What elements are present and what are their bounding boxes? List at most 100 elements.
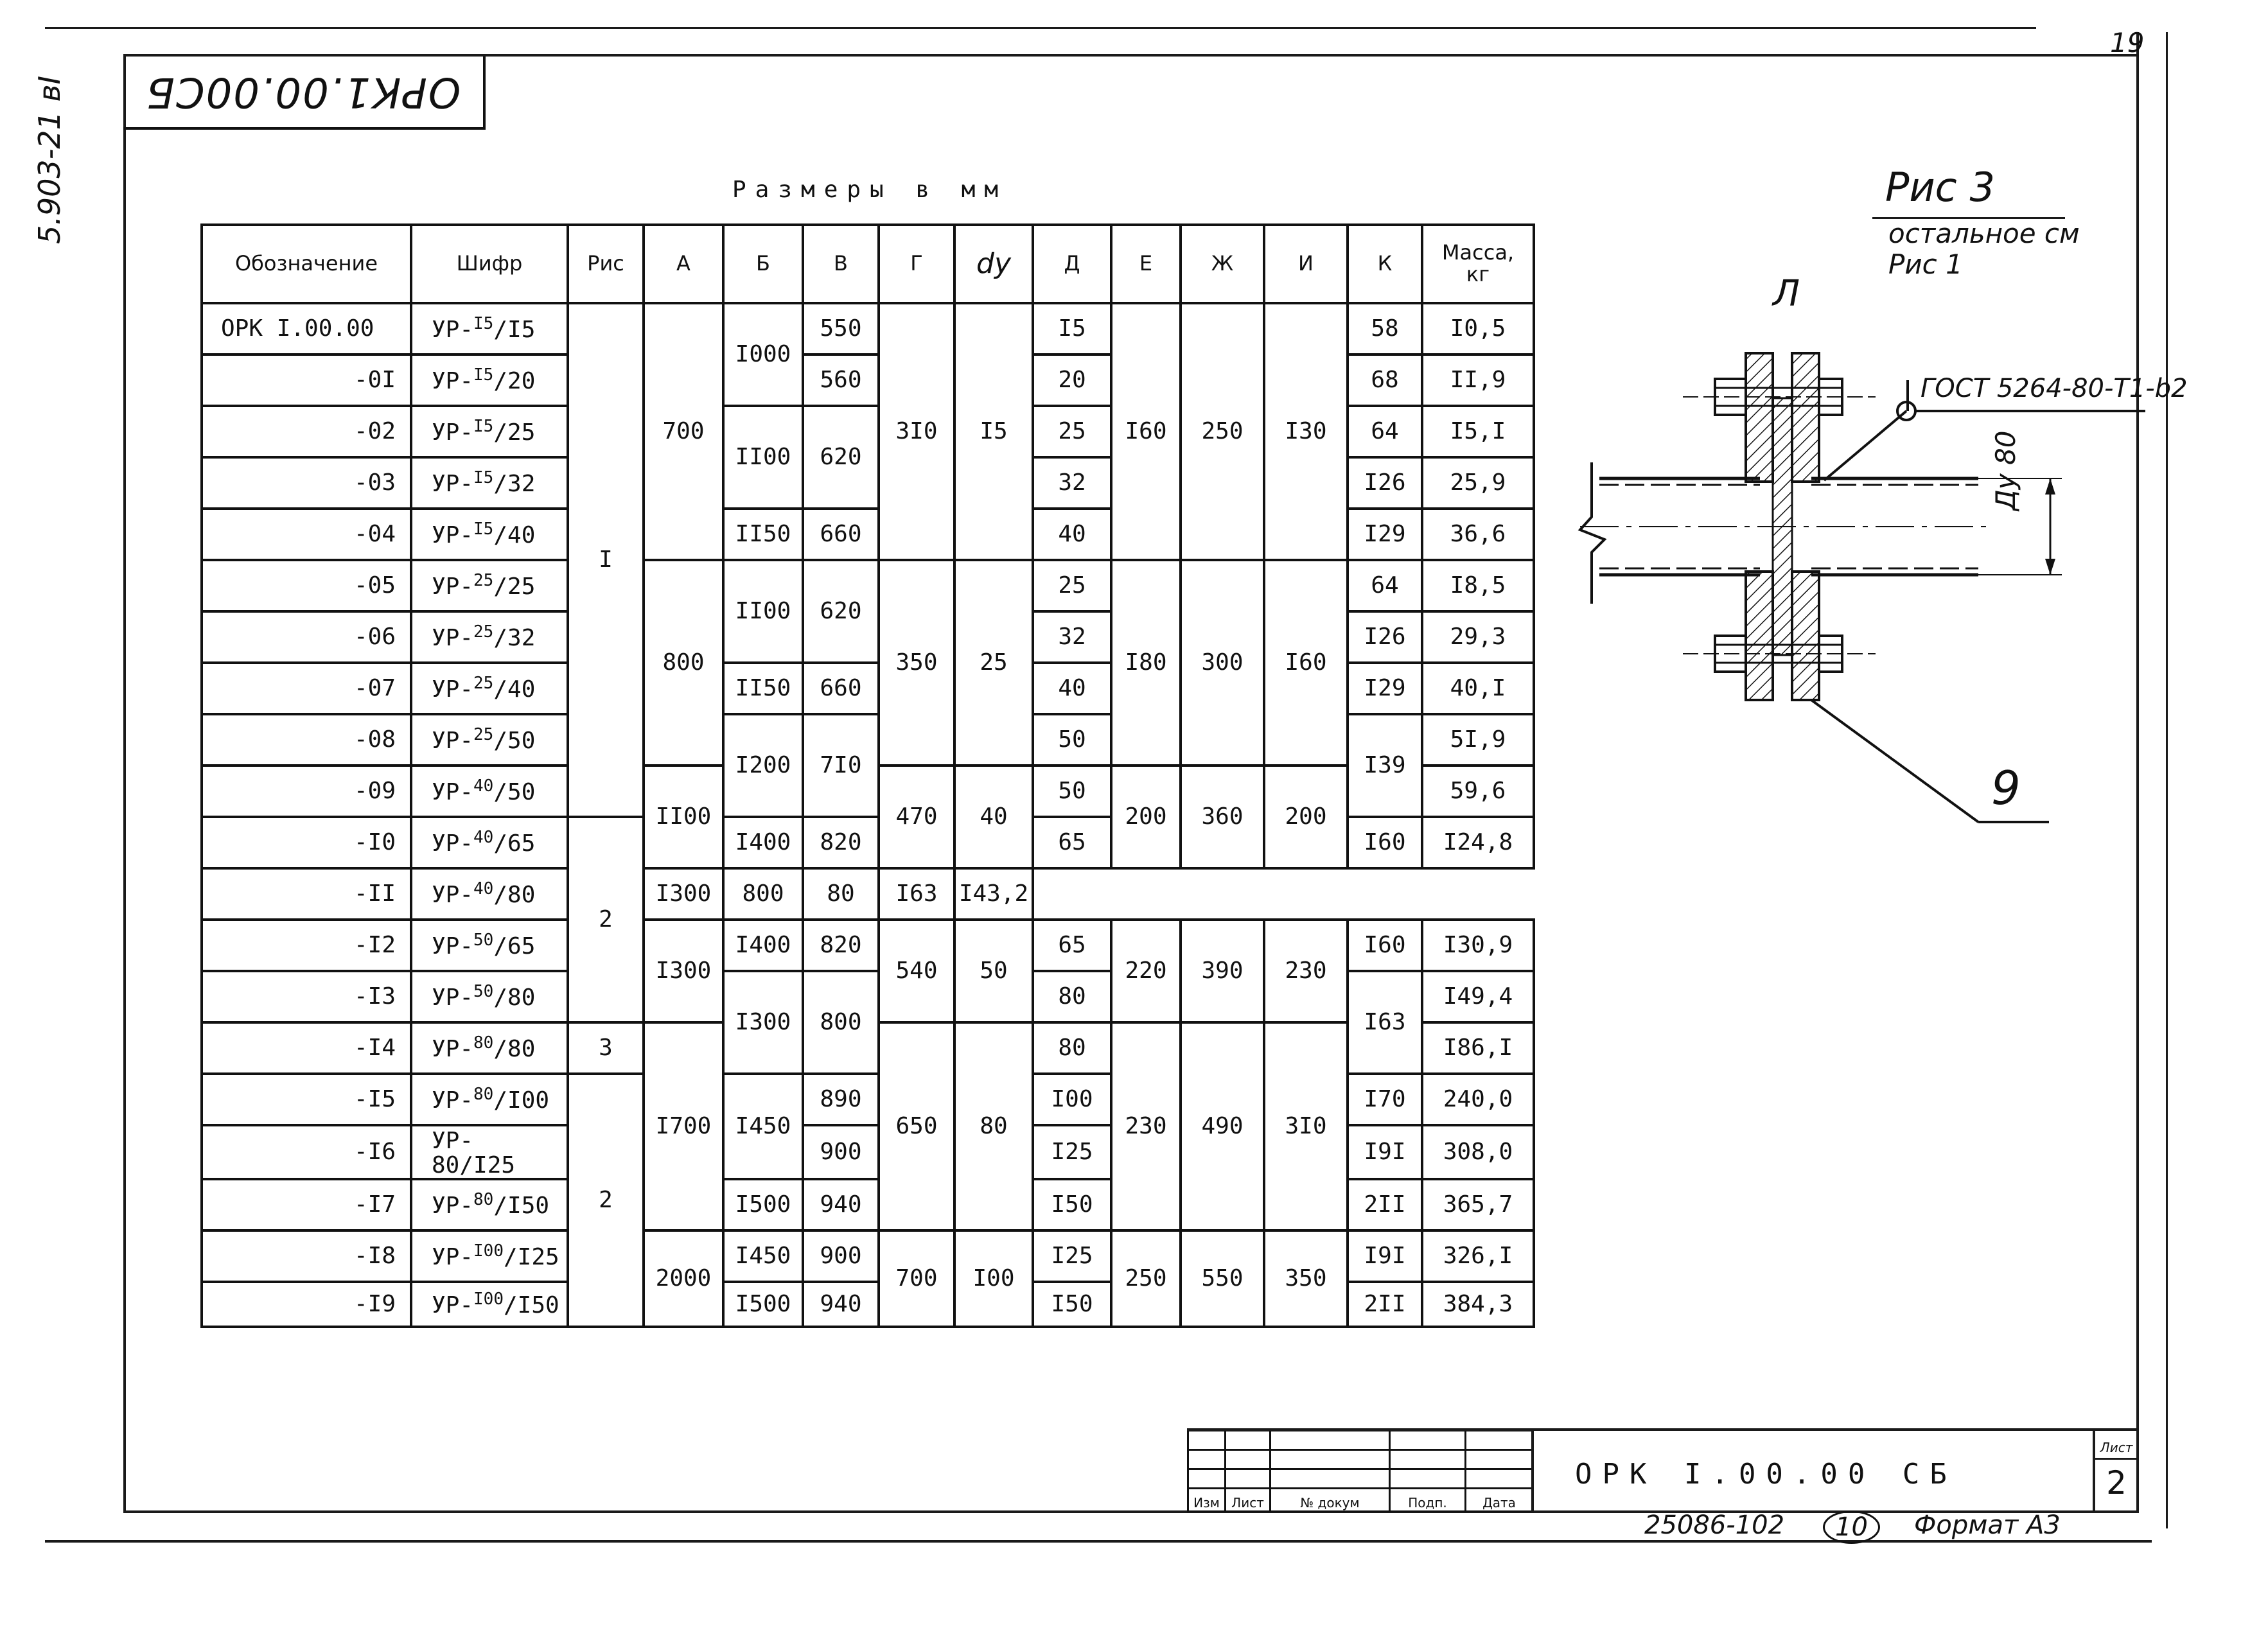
d-cell: I25 (1032, 1229, 1112, 1283)
code-sup: 40 (473, 879, 494, 899)
code-tail: /40 (493, 522, 536, 549)
designation-cell: -I6 (200, 1124, 412, 1180)
format-label: Формат А3 (1914, 1510, 2061, 1540)
d-cell: I50 (1032, 1177, 1112, 1232)
rev-cell (1464, 1468, 1534, 1489)
code-base: УР- (432, 1243, 474, 1270)
v-cell: 800 (802, 970, 880, 1075)
sheet-number: 2 (2106, 1464, 2127, 1501)
dy-cell: I5 (953, 302, 1034, 561)
code-cell: УР-80/80 (410, 1021, 569, 1075)
code-sup: 80 (473, 1189, 494, 1209)
a-cell: I700 (642, 1021, 725, 1232)
code-cell: УР-I5/I5 (410, 302, 569, 356)
v-cell: 800 (722, 867, 804, 921)
mass-cell: 59,6 (1421, 764, 1535, 818)
designation-cell: ОРК I.00.00 (200, 302, 412, 356)
break-line (1578, 462, 1607, 604)
d-cell: 32 (1032, 610, 1112, 664)
d-cell: I50 (1032, 1280, 1112, 1328)
designation-cell: -05 (200, 559, 412, 613)
fig-cell: 3 (567, 1021, 645, 1075)
code-tail: /65 (493, 830, 536, 857)
k-cell: 2II (1346, 1177, 1423, 1232)
code-cell: УР-80/I00 (410, 1072, 569, 1126)
weld-leader (1823, 380, 2145, 482)
k-cell: I60 (1346, 816, 1423, 870)
col-doc: № докум (1269, 1487, 1391, 1512)
code-tail: /50 (493, 728, 536, 755)
table-row: -03 УР-I5/32 32 I26 25,9 (200, 456, 1535, 510)
rev-cell (1269, 1430, 1391, 1451)
doc-stamp: ОРК1.00.00СБ (123, 57, 486, 130)
rev-cell (1187, 1468, 1226, 1489)
k-cell: I60 (1346, 918, 1423, 972)
mass-cell: 240,0 (1421, 1072, 1535, 1126)
k-cell: 64 (1346, 559, 1423, 613)
code-sup: I5 (473, 417, 494, 437)
code-base: УР- (432, 317, 474, 344)
mass-cell: 308,0 (1421, 1124, 1535, 1180)
g-cell: 650 (877, 1021, 956, 1232)
rev-cell (1224, 1468, 1271, 1489)
mass-cell: 365,7 (1421, 1177, 1535, 1232)
fig-cell: I (567, 302, 645, 818)
v-cell: 940 (802, 1177, 880, 1232)
k-cell: 68 (1346, 353, 1423, 407)
a-cell: II00 (642, 764, 725, 870)
rev-cell (1269, 1449, 1391, 1470)
header-code: Шифр (410, 223, 569, 304)
rev-cell (1464, 1430, 1534, 1451)
bolt-bottom (1683, 635, 1876, 673)
g-cell: 470 (877, 764, 956, 870)
gost-label: ГОСТ 5264-80-Т1-b2 (1921, 374, 2188, 403)
code-base: УР- (432, 1036, 474, 1063)
mass-cell: I24,8 (1421, 816, 1535, 870)
header-dy: dу (953, 223, 1034, 304)
code-sup: 40 (473, 776, 494, 796)
code-tail: 80/I25 (432, 1151, 516, 1178)
designation-cell: -I2 (200, 918, 412, 972)
d-cell: 40 (1032, 661, 1112, 715)
designation-cell: -0I (200, 353, 412, 407)
i-cell: I30 (1263, 302, 1349, 561)
code-cell: УР-50/65 (410, 918, 569, 972)
a-cell: I300 (642, 918, 725, 1024)
zh-cell: 300 (1179, 559, 1265, 767)
code-cell: УР-40/80 (410, 867, 569, 921)
title-block-sep (1531, 1428, 1534, 1512)
mass-cell: I86,I (1421, 1021, 1535, 1075)
code-tail: /I25 (504, 1243, 559, 1270)
code-cell: УР-I5/25 (410, 405, 569, 459)
d-cell: I5 (1032, 302, 1112, 356)
v-cell: 560 (802, 353, 880, 407)
flange-left (1745, 352, 1774, 701)
callout-leader (1810, 699, 1980, 823)
top-border-line (45, 27, 2036, 29)
v-cell: 660 (802, 507, 880, 561)
table-row: -I6 УР- 80/I25 900 I25 I9I 308,0 (200, 1124, 1535, 1180)
code-cell: УР-I00/I25 (410, 1229, 569, 1283)
dy-cell: 50 (953, 918, 1034, 1024)
v-cell: 940 (802, 1280, 880, 1328)
designation-cell: -07 (200, 661, 412, 715)
mass-cell: I30,9 (1421, 918, 1535, 972)
code-base: УР- (432, 830, 474, 857)
k-cell: 64 (1346, 405, 1423, 459)
mass-cell: 36,6 (1421, 507, 1535, 561)
table-row: ОРК I.00.00 УР-I5/I5 I 700 I000 550 3I0 … (200, 302, 1535, 818)
frame-left (123, 54, 126, 1513)
code-tail: /I50 (504, 1291, 559, 1318)
code-sup: 80 (473, 1085, 494, 1105)
frame-bottom (123, 1510, 2139, 1513)
d-cell: I00 (1032, 1072, 1112, 1126)
rev-cell (1187, 1449, 1226, 1470)
code-tail: /25 (493, 419, 536, 446)
code-tail: /20 (493, 368, 536, 395)
b-cell: I400 (722, 816, 804, 870)
v-cell: 900 (802, 1229, 880, 1283)
v-cell: 620 (802, 559, 880, 664)
code-tail: /65 (493, 933, 536, 960)
d-cell: 80 (1032, 970, 1112, 1024)
code-cell: УР-25/50 (410, 713, 569, 767)
